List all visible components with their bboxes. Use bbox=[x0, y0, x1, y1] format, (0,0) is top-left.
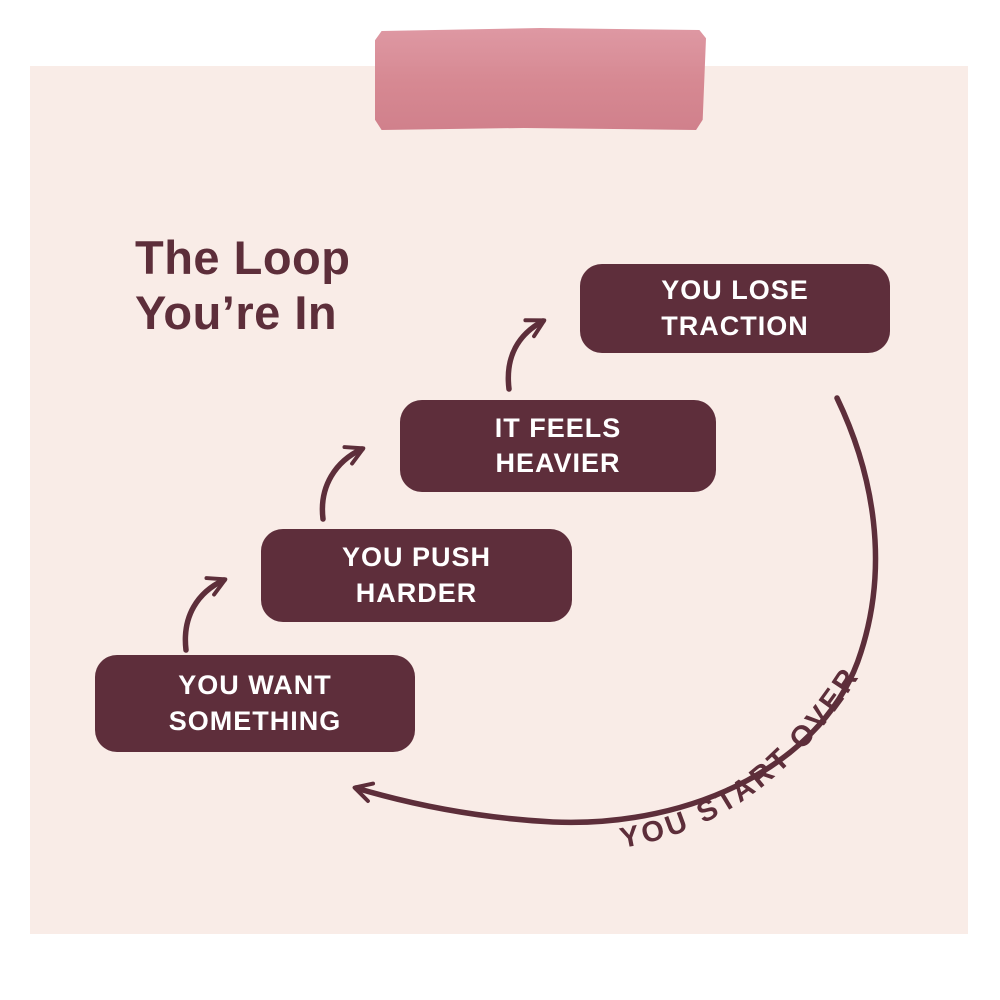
flow-box-you-want-something: YOU WANT SOMETHING bbox=[95, 655, 415, 752]
flow-box-label: IT FEELS HEAVIER bbox=[494, 412, 622, 478]
flow-box-you-lose-traction: YOU LOSE TRACTION bbox=[580, 264, 890, 353]
flow-box-you-push-harder: YOU PUSH HARDER bbox=[261, 529, 572, 622]
note-card bbox=[30, 66, 968, 934]
flow-box-it-feels-heavier: IT FEELS HEAVIER bbox=[400, 400, 716, 492]
diagram-title: The Loop You’re In bbox=[135, 231, 351, 340]
tape-strip bbox=[375, 28, 706, 130]
flow-box-label: YOU WANT SOMETHING bbox=[168, 670, 342, 736]
flow-box-label: YOU LOSE TRACTION bbox=[661, 275, 809, 341]
flow-box-label: YOU PUSH HARDER bbox=[341, 542, 492, 608]
